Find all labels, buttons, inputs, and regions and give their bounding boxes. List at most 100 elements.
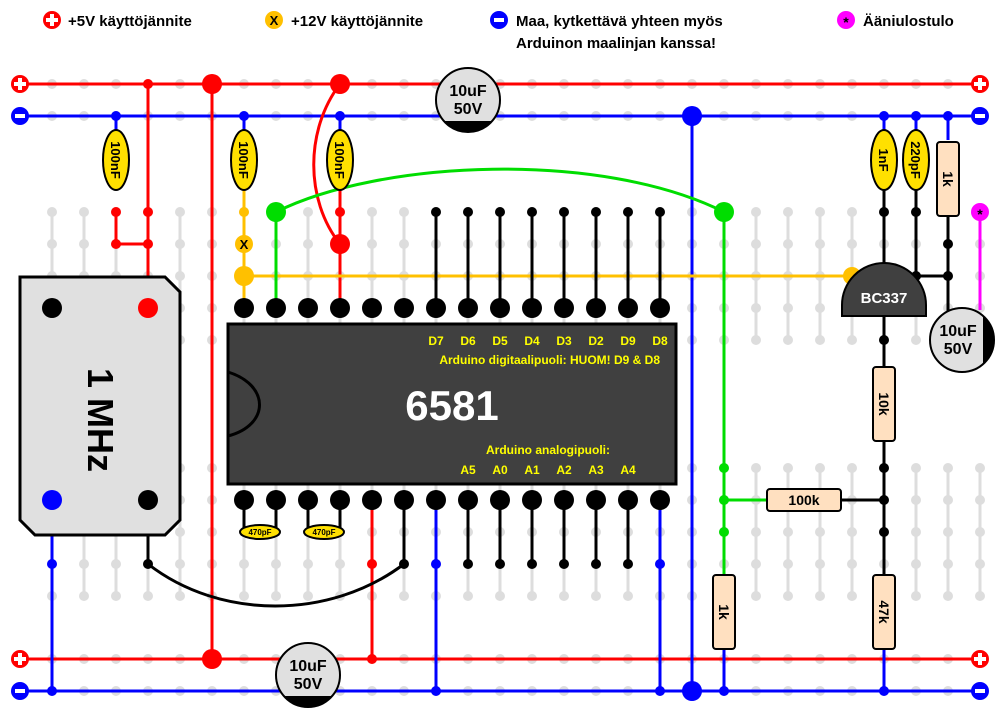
chip-pin xyxy=(650,298,670,318)
green-wires xyxy=(274,167,770,580)
analog-pin-label: A3 xyxy=(588,463,604,477)
junction-dot xyxy=(591,207,601,217)
grid-hole xyxy=(975,495,985,505)
svg-text:470pF: 470pF xyxy=(248,528,271,537)
resistor-1k: 1k xyxy=(936,141,960,217)
grid-hole xyxy=(847,239,857,249)
grid-hole xyxy=(911,559,921,569)
capacitor-470pF: 470pF xyxy=(239,524,281,540)
grid-hole xyxy=(303,239,313,249)
svg-text:100k: 100k xyxy=(788,492,819,508)
digital-pin-label: D2 xyxy=(588,334,604,348)
grid-hole xyxy=(783,303,793,313)
junction-dot xyxy=(879,495,889,505)
oscillator-label: 1 MHz xyxy=(80,368,121,472)
junction-dot xyxy=(335,111,345,121)
junction-dot xyxy=(266,202,286,222)
grid-hole xyxy=(527,591,537,601)
chip-pin xyxy=(522,490,542,510)
svg-text:100nF: 100nF xyxy=(332,141,347,179)
digital-pin-label: D9 xyxy=(620,334,636,348)
capacitor-100nF: 100nF xyxy=(102,129,130,191)
junction-dot xyxy=(143,559,153,569)
junction-dot xyxy=(111,111,121,121)
grid-hole xyxy=(847,335,857,345)
oscillator-1mhz: 1 MHz xyxy=(18,275,182,537)
junction-dot xyxy=(911,111,921,121)
grid-hole xyxy=(175,559,185,569)
digital-pin-label: D8 xyxy=(652,334,668,348)
junction-dot xyxy=(111,239,121,249)
chip-pin xyxy=(362,490,382,510)
grid-hole xyxy=(463,591,473,601)
transistor-label: BC337 xyxy=(861,290,908,307)
junction-dot xyxy=(367,559,377,569)
grid-hole xyxy=(783,335,793,345)
elcap-bottom-value: 10uF xyxy=(289,658,327,675)
legend-plus12v: X +12V käyttöjännite xyxy=(265,11,423,30)
junction-dot xyxy=(655,207,665,217)
minus-rail-icon xyxy=(11,107,29,125)
chip-pin xyxy=(554,490,574,510)
junction-dot xyxy=(330,74,350,94)
grid-hole xyxy=(399,239,409,249)
resistor-10k: 10k xyxy=(872,366,896,442)
audio-marker-label: * xyxy=(977,206,983,222)
grid-hole xyxy=(175,207,185,217)
chip-pin xyxy=(490,490,510,510)
analog-pin-label: A5 xyxy=(460,463,476,477)
grid-hole xyxy=(175,271,185,281)
grid-hole xyxy=(847,463,857,473)
junction-dot xyxy=(47,559,57,569)
grid-hole xyxy=(367,239,377,249)
chip-pin xyxy=(234,298,254,318)
grid-hole xyxy=(335,559,345,569)
svg-text:1k: 1k xyxy=(940,171,956,187)
grid-hole xyxy=(239,559,249,569)
grid-hole xyxy=(847,527,857,537)
audio-output-marker: * xyxy=(971,203,989,222)
junction-dot xyxy=(202,74,222,94)
grid-hole xyxy=(783,463,793,473)
junction-dot xyxy=(234,266,254,286)
grid-hole xyxy=(751,207,761,217)
elcap-out-value: 10uF xyxy=(939,323,977,340)
junction-dot xyxy=(655,686,665,696)
capacitor-100nF: 100nF xyxy=(326,129,354,191)
grid-hole xyxy=(47,239,57,249)
grid-hole xyxy=(239,591,249,601)
transistor-bc337: BC337 xyxy=(841,262,927,317)
junction-dot xyxy=(911,207,921,217)
grid-hole xyxy=(303,591,313,601)
junction-dot xyxy=(202,649,222,669)
plus-rail-icon xyxy=(11,650,29,668)
grid-hole xyxy=(975,463,985,473)
junction-dot xyxy=(879,686,889,696)
junction-dot xyxy=(719,495,729,505)
grid-hole xyxy=(911,463,921,473)
junction-dot xyxy=(719,686,729,696)
junction-dot xyxy=(399,559,409,569)
grid-hole xyxy=(751,463,761,473)
grid-hole xyxy=(751,303,761,313)
junction-dot xyxy=(559,207,569,217)
elcap-top-voltage: 50V xyxy=(454,101,483,118)
chip-pin xyxy=(266,490,286,510)
star-icon xyxy=(837,11,855,29)
elcap-bottom: 10uF 50V xyxy=(275,642,341,708)
junction-dot xyxy=(879,463,889,473)
junction-dot xyxy=(431,559,441,569)
chip-name: 6581 xyxy=(405,382,498,429)
legend: +5V käyttöjännite X +12V käyttöjännite M… xyxy=(43,11,954,52)
grid-hole xyxy=(399,591,409,601)
grid-hole xyxy=(943,559,953,569)
legend-audio: * Ääniulostulo xyxy=(837,11,954,30)
grid-hole xyxy=(783,591,793,601)
junction-dot xyxy=(143,79,153,89)
grid-hole xyxy=(303,207,313,217)
grid-hole xyxy=(175,239,185,249)
junction-dot xyxy=(527,207,537,217)
junction-dot xyxy=(431,686,441,696)
